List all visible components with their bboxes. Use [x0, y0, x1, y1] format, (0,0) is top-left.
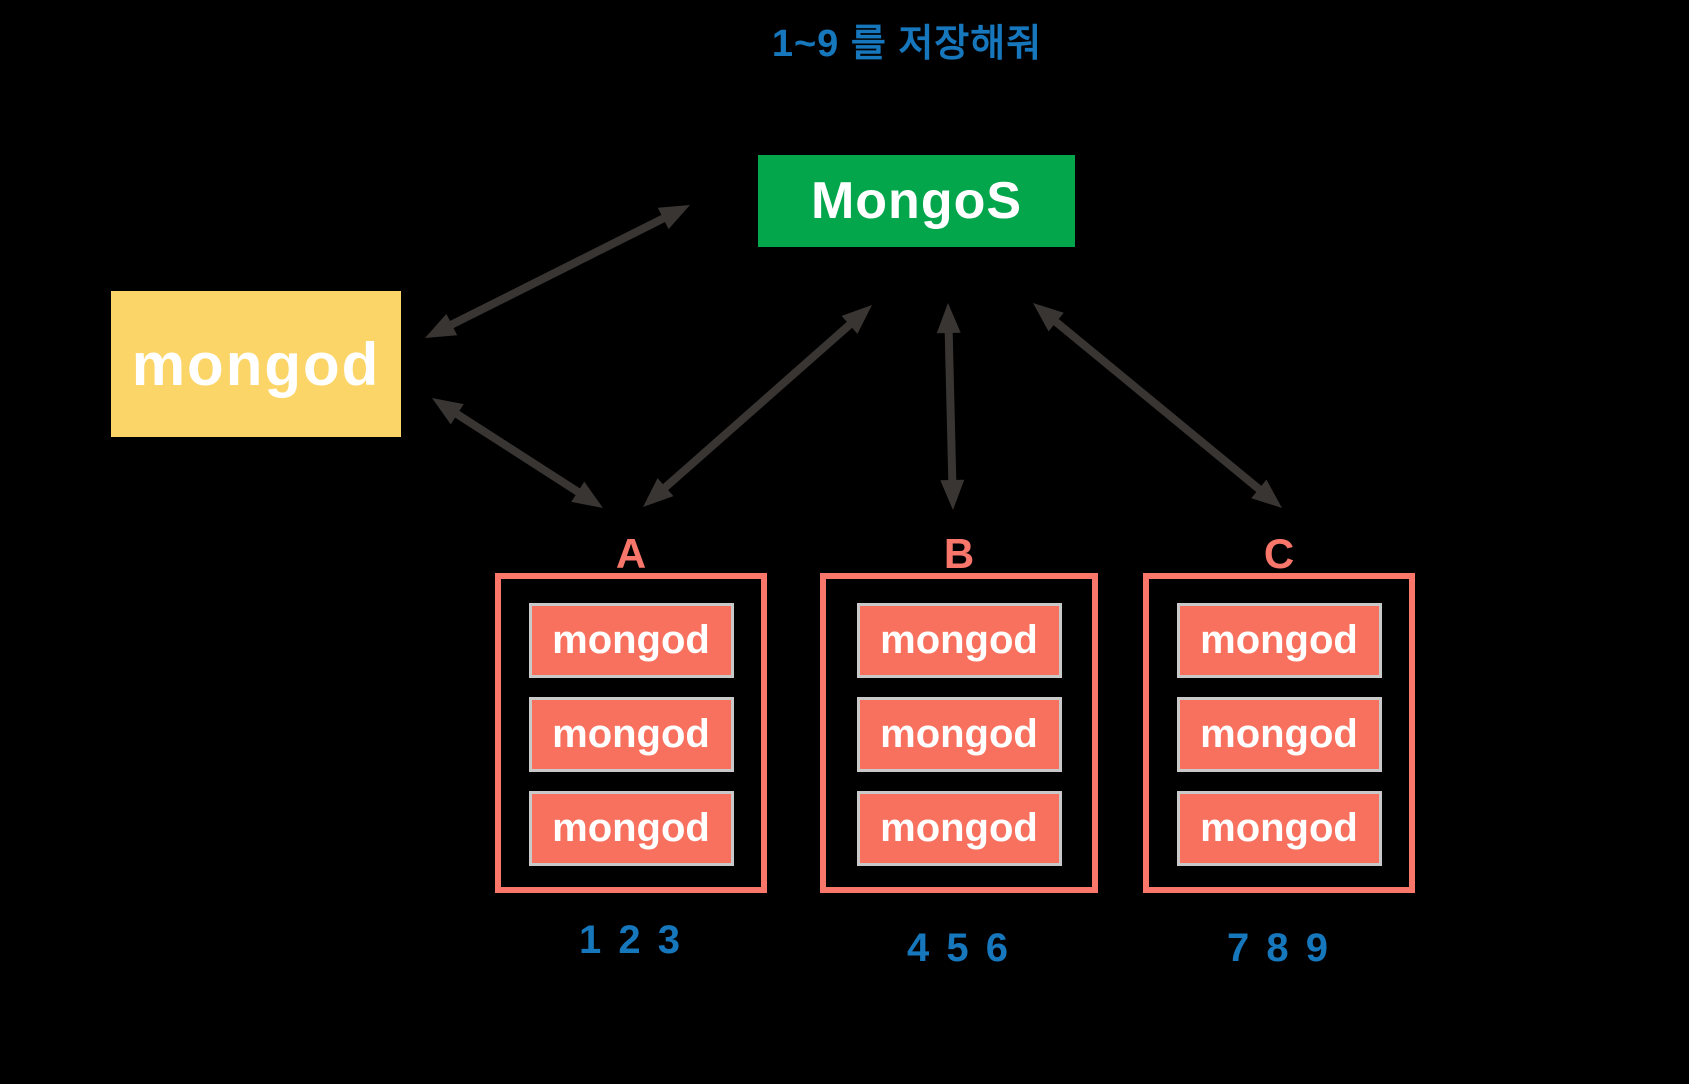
arrow-shard-b-mongos-head — [936, 303, 961, 334]
shard-a-member-2: mongod — [528, 697, 734, 772]
shard-b-member-3: mongod — [856, 791, 1062, 866]
diagram-title: 1~9 를 저장해줘 — [771, 23, 1043, 65]
arrow-mongos-shard-b-head — [940, 479, 965, 510]
config-mongod-label: mongod — [131, 330, 381, 398]
arrow-config-mongod-mongos-head — [657, 205, 690, 230]
shard-a-member-1: mongod — [528, 603, 734, 678]
shard-b-member-1: mongod — [856, 603, 1062, 678]
shard-c-member-3: mongod — [1176, 791, 1382, 866]
shard-a-label: A — [615, 530, 647, 577]
arrow-config-mongod-mongos — [444, 212, 671, 331]
shard-c-member-1: mongod — [1176, 603, 1382, 678]
mongos-label: MongoS — [810, 172, 1023, 230]
shard-b-member-2: mongod — [856, 697, 1062, 772]
mongos-node: MongoS — [758, 155, 1075, 247]
shard-b-range: 4 5 6 — [907, 926, 1011, 970]
arrow-config-mongod-shard-a-head — [571, 481, 603, 508]
arrow-config-mongod-shard-a — [450, 407, 585, 499]
arrow-mongos-shard-a-head — [643, 478, 674, 507]
arrow-shard-c-mongos-head — [1033, 303, 1064, 332]
arrow-shard-a-config-mongod-head — [432, 398, 464, 425]
shard-c-group: C mongod mongod mongod 7 8 9 — [1143, 530, 1415, 970]
shard-c-label: C — [1263, 530, 1295, 577]
shard-c-member-2: mongod — [1176, 697, 1382, 772]
arrow-shard-a-mongos-head — [841, 305, 872, 334]
arrow-mongos-shard-a — [658, 317, 857, 495]
shard-b-group: B mongod mongod mongod 4 5 6 — [820, 530, 1098, 970]
shard-a-group: A mongod mongod mongod 1 2 3 — [495, 530, 767, 962]
arrow-mongos-shard-c — [1048, 315, 1267, 496]
shard-b-label: B — [943, 530, 975, 577]
arrow-mongos-shard-b — [944, 326, 957, 487]
arrow-mongos-config-mongod-head — [425, 313, 458, 338]
arrow-mongos-shard-c-head — [1251, 479, 1282, 508]
shard-a-member-3: mongod — [528, 791, 734, 866]
shard-a-range: 1 2 3 — [579, 918, 683, 962]
shard-c-range: 7 8 9 — [1227, 926, 1331, 970]
config-mongod-node: mongod — [111, 291, 401, 437]
